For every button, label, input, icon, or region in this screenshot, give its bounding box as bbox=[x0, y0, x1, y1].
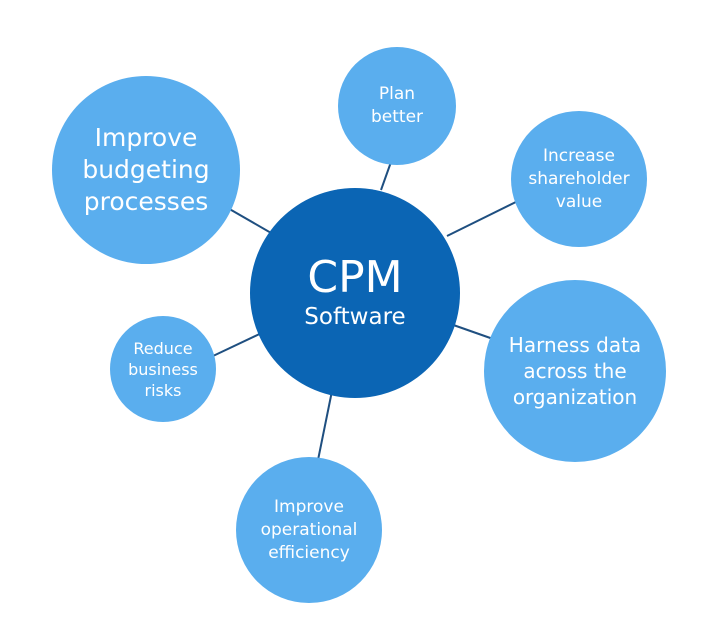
bubble-text-line: Improve bbox=[94, 123, 198, 152]
bubble-text-line: budgeting bbox=[82, 155, 210, 184]
bubble-text-line: efficiency bbox=[268, 542, 350, 563]
bubble-text-line: Plan bbox=[378, 84, 416, 104]
bubble-text-line: better bbox=[370, 107, 424, 127]
bubble-improve-operational-efficiency: Improve operational efficiency bbox=[236, 457, 382, 603]
bubble-text-line: organization bbox=[512, 385, 638, 409]
bubble-text-line: shareholder bbox=[528, 168, 630, 189]
bubble-text-line: processes bbox=[83, 187, 209, 216]
bubble-text-line: operational bbox=[260, 519, 358, 540]
bubble-text-line: Increase bbox=[543, 145, 615, 166]
bubble-text-line: business bbox=[128, 359, 198, 379]
connector-shareholder bbox=[446, 197, 525, 237]
bubble-text-line: Improve bbox=[274, 496, 344, 517]
bubble-text-line: Harness data bbox=[508, 333, 642, 357]
bubble-harness-data: Harness data across the organization bbox=[484, 280, 666, 462]
bubble-increase-shareholder-value: Increase shareholder value bbox=[511, 111, 647, 247]
connector-operational bbox=[317, 385, 334, 461]
bubble-text-line: risks bbox=[144, 380, 182, 400]
bubble-text-line: across the bbox=[523, 359, 627, 383]
bubble-plan-better: Plan better bbox=[338, 47, 456, 165]
connector-plan bbox=[380, 161, 392, 191]
center-subtitle: Software bbox=[304, 304, 406, 330]
bubble-improve-budgeting: Improve budgeting processes bbox=[52, 76, 240, 264]
bubble-text-line: Reduce bbox=[133, 338, 193, 358]
bubble-text-line: value bbox=[555, 191, 603, 212]
bubble-reduce-business-risks: Reduce business risks bbox=[110, 316, 216, 422]
bubble-cpm-software: CPM Software bbox=[250, 188, 460, 398]
center-title: CPM bbox=[307, 252, 403, 303]
